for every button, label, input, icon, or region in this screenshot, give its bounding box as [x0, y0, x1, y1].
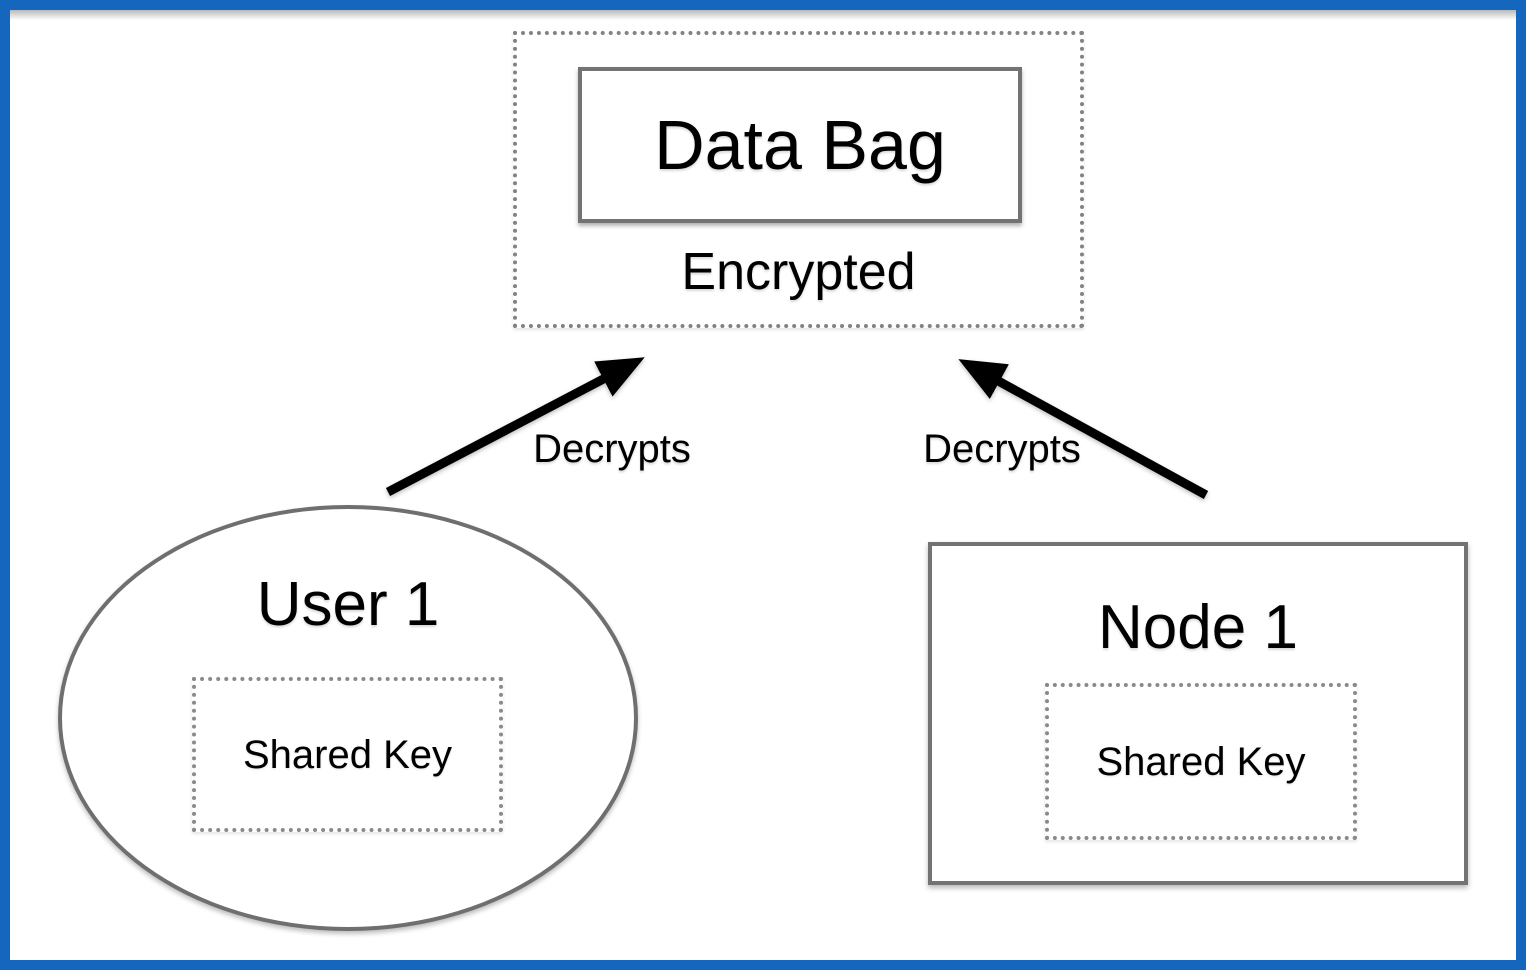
encrypted-label: Encrypted [681, 243, 916, 301]
decrypts-label-left: Decrypts [533, 427, 691, 471]
node-shared-key-box: Shared Key [1045, 683, 1357, 840]
user-shared-key-label: Shared Key [242, 732, 453, 777]
node-title: Node 1 [1098, 593, 1298, 662]
node-box: Node 1 Shared Key [928, 542, 1468, 885]
frame-inner-shadow [10, 10, 1516, 20]
user-ellipse: User 1 Shared Key [58, 505, 638, 931]
data-bag-box: Data Bag [578, 67, 1022, 223]
user-title: User 1 [256, 570, 440, 639]
encrypted-container-box: Data Bag Encrypted [513, 31, 1084, 328]
node-shared-key-label: Shared Key [1096, 739, 1306, 784]
decrypts-label-right: Decrypts [923, 427, 1081, 471]
data-bag-label: Data Bag [654, 106, 946, 184]
user-shared-key-box: Shared Key [192, 677, 503, 832]
